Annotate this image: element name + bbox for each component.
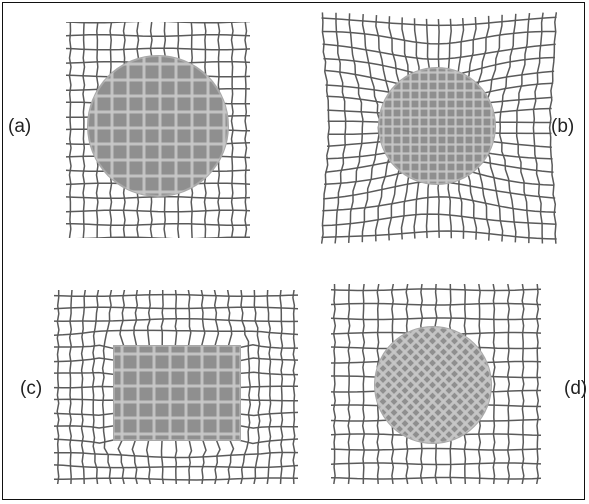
grid-line bbox=[508, 284, 510, 484]
panel-label-c: (c) bbox=[20, 378, 42, 400]
grid-line bbox=[522, 284, 524, 484]
grid-line bbox=[66, 237, 250, 238]
inner-line bbox=[501, 327, 541, 443]
grid-line bbox=[83, 22, 85, 238]
grid-line bbox=[493, 284, 495, 484]
grid-line bbox=[66, 48, 250, 50]
grid-line bbox=[533, 13, 543, 244]
grid-line bbox=[322, 12, 330, 243]
panel-d-drawing bbox=[331, 284, 541, 484]
grid-line bbox=[334, 284, 336, 484]
inclusion bbox=[88, 56, 228, 196]
panel-d bbox=[331, 284, 541, 484]
grid-line bbox=[66, 224, 250, 226]
grid-line bbox=[66, 35, 250, 37]
inner-line bbox=[501, 327, 541, 443]
panel-c-drawing bbox=[54, 290, 298, 484]
panel-c bbox=[54, 290, 298, 484]
panel-b bbox=[321, 12, 557, 244]
inclusion bbox=[379, 68, 495, 184]
grid-line bbox=[293, 290, 295, 484]
inner-line bbox=[490, 327, 541, 443]
panel-label-d: (d) bbox=[564, 378, 587, 400]
panel-b-drawing bbox=[321, 12, 557, 244]
grid-line bbox=[66, 22, 250, 23]
grid-line bbox=[348, 284, 350, 484]
panel-a-drawing bbox=[66, 22, 250, 238]
inner-line bbox=[331, 327, 375, 443]
panel-label-a: (a) bbox=[8, 116, 31, 138]
inner-line bbox=[331, 327, 375, 443]
panel-a bbox=[66, 22, 250, 238]
grid-line bbox=[537, 284, 539, 484]
panel-label-b: (b) bbox=[551, 116, 574, 138]
inclusion-body bbox=[114, 346, 240, 440]
grid-line bbox=[363, 284, 365, 484]
inclusion bbox=[114, 346, 240, 440]
grid-line bbox=[66, 210, 250, 212]
inner-line bbox=[490, 327, 541, 443]
